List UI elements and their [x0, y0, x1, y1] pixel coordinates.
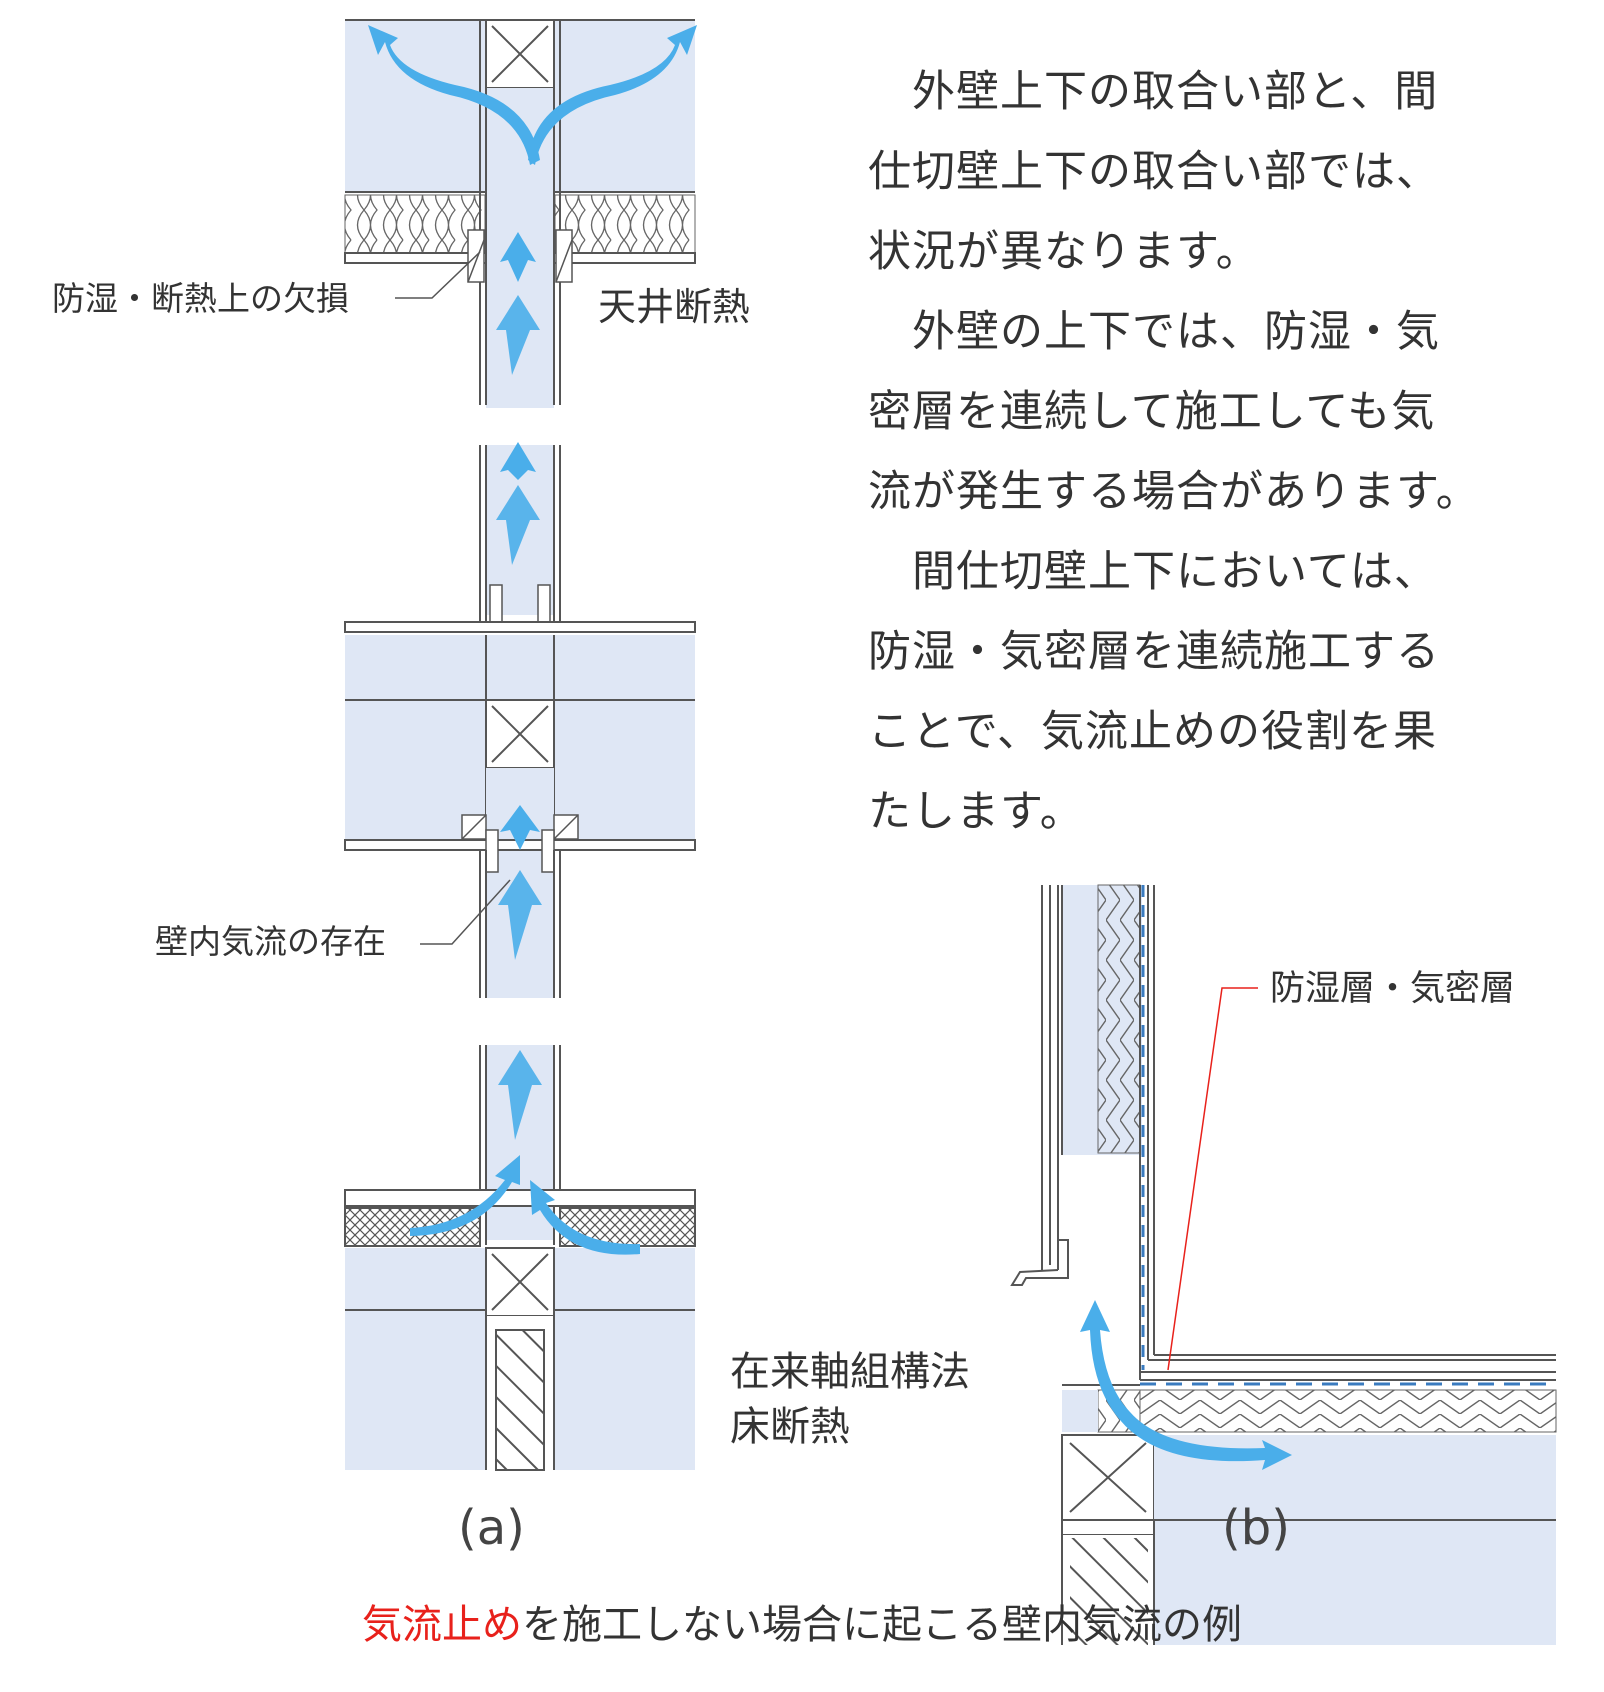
paragraph-line: 仕切壁上下の取合い部では、 — [868, 147, 1440, 197]
label-bousitsu-kimitsu: 防湿層・気密層 — [1270, 969, 1515, 1009]
label-zairai-jikugumi: 在来軸組構法 — [730, 1349, 970, 1395]
diagram-a: 防湿・断熱上の欠損 天井断熱 壁内気流の存在 在来軸組構法 床断熱 — [52, 19, 970, 1471]
caption-highlight: 気流止め — [362, 1602, 522, 1648]
label-yuka-danetsu: 床断熱 — [730, 1404, 850, 1450]
description-paragraph: 外壁上下の取合い部と、間 仕切壁上下の取合い部では、 状況が異なります。 外壁の… — [868, 52, 1548, 852]
paragraph-line: 間仕切壁上下においては、 — [868, 547, 1438, 597]
paragraph-line: 状況が異なります。 — [868, 227, 1260, 277]
label-hekinai-kiryu: 壁内気流の存在 — [155, 922, 386, 961]
subfigure-label-b: (b) — [1222, 1500, 1290, 1556]
paragraph-line: たします。 — [868, 787, 1084, 837]
diagram-b: 防湿層・気密層 — [1010, 884, 1557, 1645]
paragraph-line: 外壁上下の取合い部と、間 — [868, 67, 1439, 117]
caption-text: を施工しない場合に起こる壁内気流の例 — [522, 1602, 1242, 1648]
paragraph-line: 外壁の上下では、防湿・気 — [868, 307, 1440, 357]
paragraph-line: ことで、気流止めの役割を果 — [868, 707, 1437, 757]
label-bousitsu-danetsu-kesson: 防湿・断熱上の欠損 — [52, 279, 349, 318]
label-tenjo-danetsu: 天井断熱 — [598, 285, 750, 329]
figure-caption: 気流止めを施工しない場合に起こる壁内気流の例 — [0, 1592, 1604, 1650]
subfigure-label-a: (a) — [458, 1500, 525, 1556]
paragraph-line: 防湿・気密層を連続施工する — [868, 627, 1440, 677]
paragraph-line: 密層を連続して施工しても気 — [868, 387, 1436, 437]
paragraph-line: 流が発生する場合があります。 — [868, 467, 1480, 517]
